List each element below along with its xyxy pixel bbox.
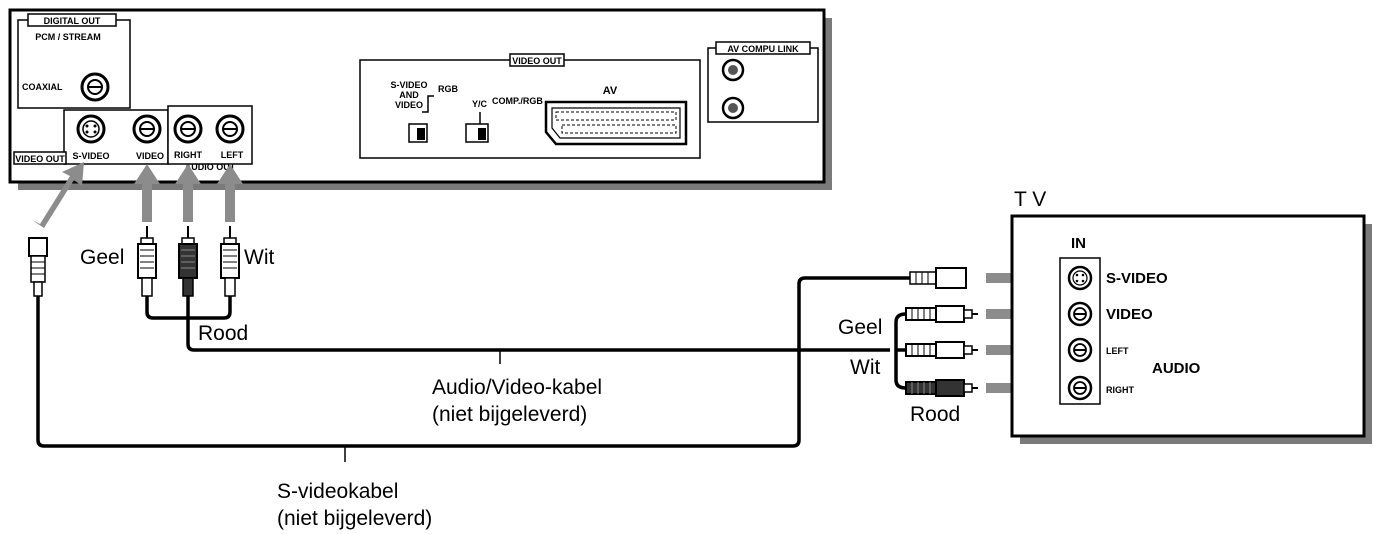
player-video-jack[interactable] bbox=[132, 114, 162, 144]
av-scart-connector[interactable] bbox=[544, 100, 688, 146]
player-left-label: LEFT bbox=[221, 150, 244, 160]
s-video-cable bbox=[36, 276, 910, 448]
player-right-label: RIGHT bbox=[174, 150, 203, 160]
digital-out-section: DIGITAL OUT PCM / STREAM COAXIAL bbox=[17, 13, 131, 109]
rca-plug-red-player-side bbox=[178, 226, 198, 297]
cables bbox=[36, 276, 910, 448]
wit-label-player: Wit bbox=[244, 246, 274, 269]
pcm-stream-label: PCM / STREAM bbox=[35, 32, 101, 42]
wit-label-tv: Wit bbox=[850, 356, 880, 379]
av-scart-label: AV bbox=[603, 85, 618, 97]
coaxial-jack[interactable] bbox=[80, 72, 110, 102]
tv-audio-label: AUDIO bbox=[1152, 360, 1201, 377]
tv-title: T V bbox=[1014, 188, 1046, 211]
s-video-plug-tv-side bbox=[909, 267, 967, 289]
tv-video-label: VIDEO bbox=[1106, 306, 1153, 323]
geel-label-player: Geel bbox=[80, 246, 124, 269]
video-arrow-up bbox=[134, 164, 160, 222]
player-video-label: VIDEO bbox=[136, 151, 164, 161]
switch-rgb-label: RGB bbox=[438, 84, 459, 94]
tv-left-label: LEFT bbox=[1106, 346, 1129, 356]
rood-label-player: Rood bbox=[198, 322, 248, 345]
rgb-selector-switch[interactable] bbox=[408, 123, 428, 143]
rca-plug-red-tv-side bbox=[905, 379, 978, 397]
av-cable-label-line2: (niet bijgeleverd) bbox=[432, 403, 587, 426]
switch-comp-rgb-label: COMP./RGB bbox=[492, 96, 543, 106]
rood-label-tv: Rood bbox=[910, 403, 960, 426]
tv-video-jack[interactable] bbox=[1067, 301, 1093, 327]
switch-svideo-line3: VIDEO bbox=[395, 100, 423, 110]
analog-out-section: VIDEO OUT S-VIDEO VIDEO RIGHT LEFT AUDIO… bbox=[13, 105, 253, 172]
compu-link-jack-2[interactable] bbox=[721, 96, 745, 120]
audio-out-label: AUDIO OUT bbox=[185, 162, 236, 172]
player-audio-right-jack[interactable] bbox=[173, 114, 203, 144]
player-arrows bbox=[32, 162, 243, 228]
rca-plug-yellow-player-side bbox=[137, 226, 157, 297]
video-out-tab-label: VIDEO OUT bbox=[15, 154, 65, 164]
cable-leader-ticks bbox=[344, 350, 501, 462]
player-s-video-jack[interactable] bbox=[76, 114, 106, 144]
player-s-video-label: S-VIDEO bbox=[72, 151, 109, 161]
tv-audio-right-jack[interactable] bbox=[1067, 375, 1093, 401]
s-video-plug-player-side bbox=[28, 237, 48, 297]
av-compu-link-label: AV COMPU LINK bbox=[727, 44, 799, 54]
tv-in-label: IN bbox=[1071, 235, 1086, 252]
tv-s-video-jack[interactable] bbox=[1067, 265, 1093, 291]
av-cable-main bbox=[186, 296, 890, 352]
s-video-cable-label-line1: S-videokabel bbox=[277, 480, 398, 503]
tv-audio-left-jack[interactable] bbox=[1067, 337, 1093, 363]
compu-link-jack-1[interactable] bbox=[721, 58, 745, 82]
digital-out-title: DIGITAL OUT bbox=[44, 16, 101, 26]
rca-plug-white-player-side bbox=[220, 226, 240, 297]
comp-selector-switch[interactable] bbox=[465, 123, 489, 143]
tv-s-video-label: S-VIDEO bbox=[1106, 270, 1168, 287]
video-out-selector-section: VIDEO OUT S-VIDEO AND VIDEO RGB Y/C COMP… bbox=[359, 53, 701, 159]
coaxial-label: COAXIAL bbox=[22, 82, 63, 92]
switch-yc-label: Y/C bbox=[472, 99, 488, 109]
audio-right-arrow-up bbox=[175, 164, 201, 222]
av-compu-link-section: AV COMPU LINK bbox=[707, 41, 819, 123]
geel-label-tv: Geel bbox=[838, 316, 882, 339]
audio-left-arrow-up bbox=[217, 164, 243, 222]
s-video-cable-label-line2: (niet bijgeleverd) bbox=[277, 507, 432, 530]
av-cable-label-line1: Audio/Video-kabel bbox=[432, 376, 602, 399]
rca-plug-yellow-tv-side bbox=[905, 305, 978, 323]
rca-plug-white-tv-side bbox=[905, 341, 978, 359]
s-video-arrow-diagonal bbox=[32, 162, 84, 228]
video-out-box-title: VIDEO OUT bbox=[512, 56, 562, 66]
player-audio-left-jack[interactable] bbox=[215, 114, 245, 144]
tv-right-label: RIGHT bbox=[1106, 385, 1135, 395]
switch-svideo-line1: S-VIDEO bbox=[390, 80, 427, 90]
switch-svideo-line2: AND bbox=[399, 90, 419, 100]
